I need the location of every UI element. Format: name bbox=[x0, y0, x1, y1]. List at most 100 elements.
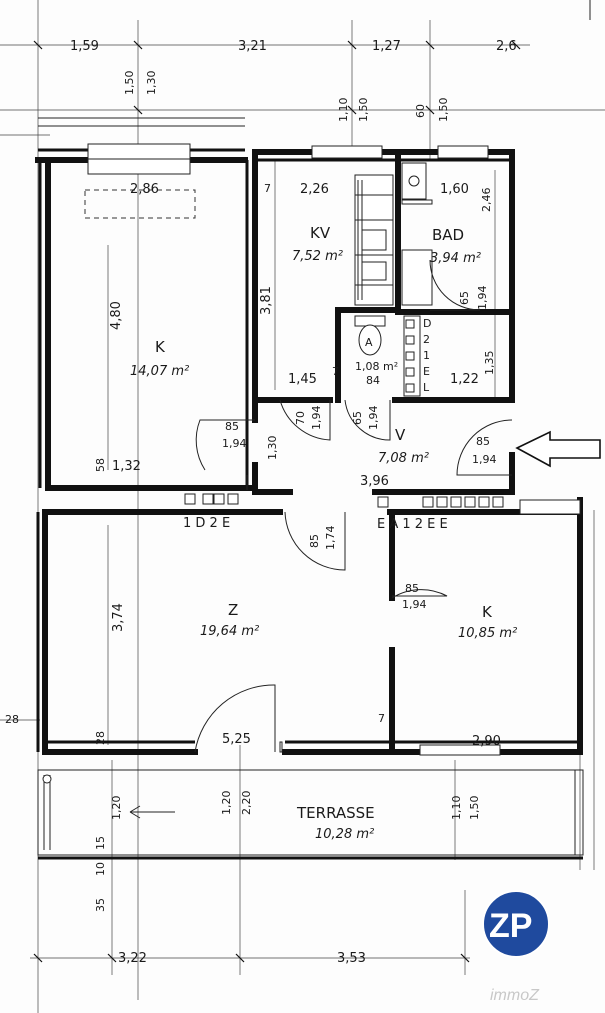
door-swing-entry bbox=[456, 419, 513, 476]
logo-badge bbox=[482, 890, 550, 958]
door-entry-1: 1,94 bbox=[472, 453, 497, 466]
dim-bad-width: 1,60 bbox=[440, 182, 469, 197]
dim-top-0: 1,59 bbox=[70, 39, 99, 54]
dim-open-5: 1,50 bbox=[437, 98, 450, 123]
dim-bad-side: 2,46 bbox=[480, 188, 493, 213]
door-swing-kv bbox=[279, 399, 331, 441]
dim-corridor-gap: 1,30 bbox=[266, 436, 279, 461]
dim-left-28b: 28 bbox=[94, 731, 107, 745]
terr-left-0: 1,20 bbox=[110, 796, 123, 821]
wc-panel-0: D bbox=[423, 317, 431, 330]
door-swing-wc bbox=[344, 399, 391, 441]
wc-panel-3: E bbox=[423, 365, 430, 378]
dim-z-height: 3,74 bbox=[111, 603, 126, 632]
legend-left: 1 D 2 E bbox=[183, 516, 230, 531]
terrace bbox=[37, 769, 584, 860]
door-z-1: 1,74 bbox=[324, 526, 337, 551]
dim-k-left-width: 2,86 bbox=[130, 182, 159, 197]
dim-kv-height: 3,81 bbox=[259, 286, 274, 315]
fixtures bbox=[184, 162, 504, 508]
dim-left-28: 28 bbox=[5, 713, 19, 726]
room-k-left-label: K bbox=[155, 338, 166, 356]
room-terrasse-area: 10,28 m² bbox=[315, 827, 374, 842]
door-swing-z bbox=[284, 511, 346, 571]
room-k-left-area: 14,07 m² bbox=[130, 364, 189, 379]
dim-top-3: 2,6 bbox=[496, 39, 517, 54]
room-terrasse-label: TERRASSE bbox=[296, 804, 375, 822]
door-kv-1: 1,94 bbox=[310, 406, 323, 431]
windows bbox=[84, 143, 581, 756]
terr-left-2: 35 bbox=[94, 898, 107, 912]
room-v-label: V bbox=[395, 426, 406, 444]
dim-corridor-length: 3,96 bbox=[360, 474, 389, 489]
watermark: immoZ bbox=[490, 987, 540, 1004]
legend-right: E A 1 2 E E bbox=[377, 517, 448, 532]
doors bbox=[194, 259, 513, 753]
door-z-0: 85 bbox=[308, 534, 321, 548]
wc-letter: A bbox=[365, 336, 373, 349]
dim-bad-door-1: 1,94 bbox=[476, 286, 489, 311]
dim-corridor-small: 1,45 bbox=[288, 372, 317, 387]
room-bad-label: BAD bbox=[432, 226, 464, 244]
dim-wc-width: 84 bbox=[366, 374, 380, 387]
door-kv-0: 70 bbox=[294, 411, 307, 425]
logo-text: ZP bbox=[489, 907, 532, 945]
door-k-right-1: 1,94 bbox=[402, 598, 427, 611]
room-z-area: 19,64 m² bbox=[200, 624, 259, 639]
dim-z-width: 5,25 bbox=[222, 732, 251, 747]
terr-open-2-1: 1,50 bbox=[468, 796, 481, 821]
dim-small-7: 7 bbox=[264, 182, 271, 195]
dimension-labels: 1,59 3,21 1,27 2,6 1,50 1,30 1,10 1,50 6… bbox=[5, 39, 517, 966]
entrance-arrow bbox=[515, 430, 601, 468]
dim-open-3: 1,50 bbox=[357, 98, 370, 123]
door-wc-0: 65 bbox=[351, 411, 364, 425]
dim-bad-side2: 1,35 bbox=[483, 351, 496, 376]
door-entry-0: 85 bbox=[476, 435, 490, 448]
terr-open-1-0: 1,20 bbox=[220, 791, 233, 816]
door-k-left-1: 1,94 bbox=[222, 437, 247, 450]
door-swing-k-left bbox=[195, 419, 255, 471]
door-swing-k-right bbox=[391, 589, 448, 599]
room-wc-area: 1,08 m² bbox=[355, 360, 398, 373]
door-swing-terrace bbox=[194, 684, 276, 753]
terr-open-1-1: 2,20 bbox=[240, 791, 253, 816]
zp-logo: ZP bbox=[482, 890, 550, 958]
wc-panel-1: 2 bbox=[423, 333, 430, 346]
dim-corridor-right: 1,22 bbox=[450, 372, 479, 387]
door-wc-1: 1,94 bbox=[367, 406, 380, 431]
door-swing-bad bbox=[429, 259, 481, 311]
dim-k-right-width: 2,90 bbox=[472, 734, 501, 749]
dim-k-left-small: 58 bbox=[94, 458, 107, 472]
dim-open-0: 1,50 bbox=[123, 71, 136, 96]
wc-panel-2: 1 bbox=[423, 349, 430, 362]
terr-left-1: 15 bbox=[94, 836, 107, 850]
room-k-right-area: 10,85 m² bbox=[458, 626, 517, 641]
dim-top-2: 1,27 bbox=[372, 39, 401, 54]
dim-kv-width: 2,26 bbox=[300, 182, 329, 197]
dim-k-left-bottom: 1,32 bbox=[112, 459, 141, 474]
dim-open-1: 1,30 bbox=[145, 71, 158, 96]
dim-open-4: 60 bbox=[414, 104, 427, 118]
dim-bad-door-0: 65 bbox=[458, 291, 471, 305]
dim-bottom-1: 3,53 bbox=[337, 951, 366, 966]
dim-top-1: 3,21 bbox=[238, 39, 267, 54]
room-bad-area: 3,94 m² bbox=[430, 251, 481, 266]
room-kv-label: KV bbox=[310, 224, 331, 242]
room-z-label: Z bbox=[228, 601, 238, 619]
dim-wc-small: 7 bbox=[332, 365, 339, 378]
wc-panel-4: L bbox=[423, 381, 430, 394]
room-v-area: 7,08 m² bbox=[378, 451, 429, 466]
dim-small-7b: 7 bbox=[378, 712, 385, 725]
top-dimension-ticks bbox=[33, 40, 521, 963]
interior-walls bbox=[245, 149, 515, 755]
dim-bottom-0: 3,22 bbox=[118, 951, 147, 966]
room-kv-area: 7,52 m² bbox=[292, 249, 343, 264]
terr-left-3: 10 bbox=[94, 862, 107, 876]
dim-k-left-height: 4,80 bbox=[109, 301, 124, 330]
terr-open-2-0: 1,10 bbox=[450, 796, 463, 821]
room-k-right-label: K bbox=[482, 603, 493, 621]
dim-open-2: 1,10 bbox=[337, 98, 350, 123]
room-labels: K 14,07 m² KV 7,52 m² BAD 3,94 m² 1,08 m… bbox=[130, 224, 517, 842]
